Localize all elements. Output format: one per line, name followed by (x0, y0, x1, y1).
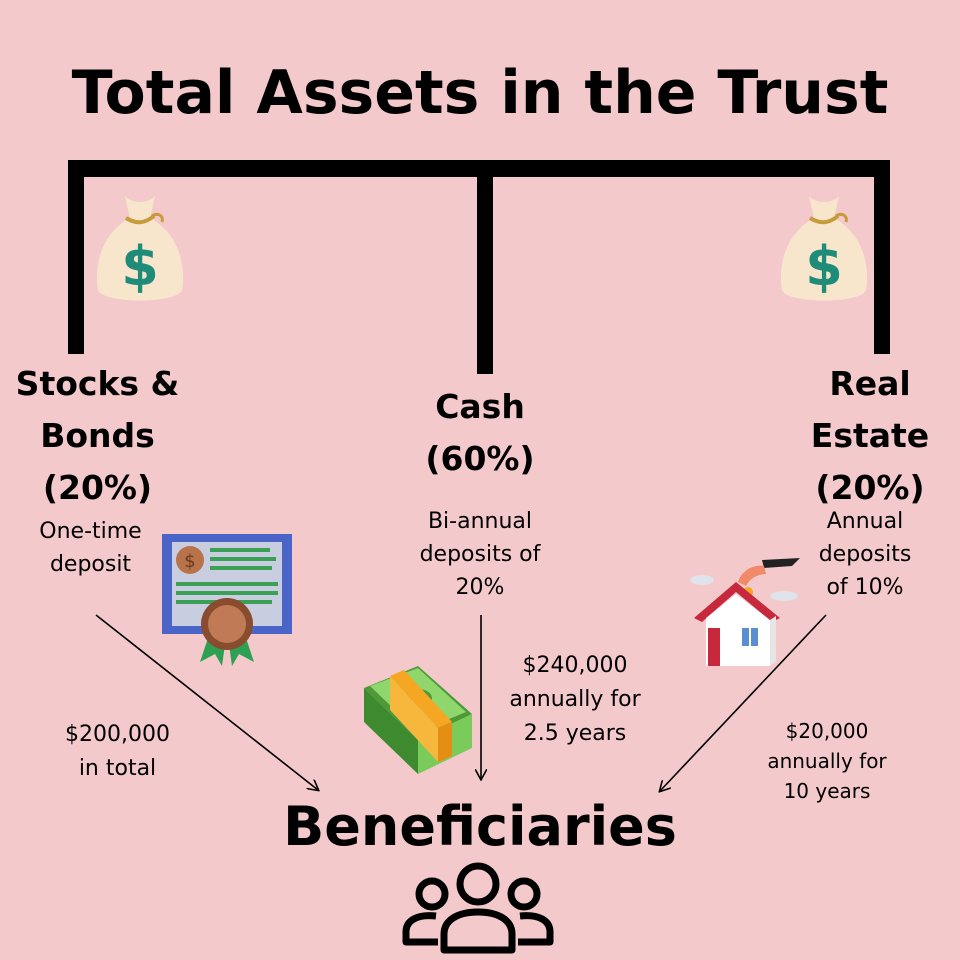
house-piggy-bank-icon (690, 558, 800, 666)
page-title: Total Assets in the Trust (71, 58, 889, 128)
svg-text:$: $ (184, 551, 195, 572)
cash-label: Cash (60%) (425, 387, 535, 478)
beneficiaries-label: Beneficiaries (283, 795, 677, 858)
certificate-icon: $ (162, 534, 292, 666)
people-group-icon (402, 862, 554, 954)
money-bag-icon: $ (780, 196, 868, 301)
stocks-bonds-label: Stocks & Bonds (20%) (15, 364, 180, 507)
real-estate-label: Real Estate (20%) (810, 364, 930, 507)
dollar-sign: $ (121, 235, 159, 298)
cash-amount: $240,000 annually for 2.5 years (509, 653, 641, 746)
stocks-bonds-description: One-time deposit (39, 519, 142, 577)
real-estate-amount: $20,000 annually for 10 years (767, 719, 887, 803)
real-estate-description: Annual deposits of 10% (818, 509, 912, 600)
money-bag-icon: $ (96, 196, 184, 301)
arrow-real-estate (660, 614, 827, 791)
arrow-stocks (95, 614, 318, 790)
tree-bracket (68, 160, 890, 374)
stocks-bonds-amount: $200,000 in total (65, 722, 170, 781)
dollar-sign: $ (805, 235, 843, 298)
cash-stack-icon (364, 666, 472, 774)
cash-description: Bi-annual deposits of 20% (419, 509, 541, 600)
